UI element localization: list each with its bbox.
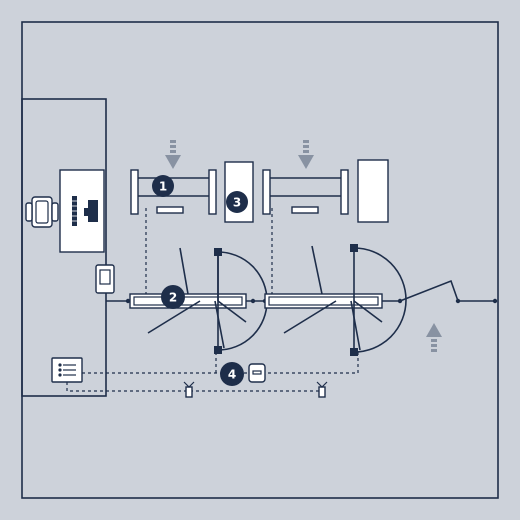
tripod-turnstile-right [262, 169, 349, 215]
tripod-turnstile-left [130, 169, 217, 215]
sensor-icon [183, 381, 195, 398]
security-office [21, 98, 107, 397]
direction-arrow-icon [298, 140, 314, 169]
svg-text:1: 1 [159, 180, 167, 194]
marker-2: 2 [161, 285, 185, 309]
computer-icon [84, 200, 98, 222]
control-panel-icon [51, 357, 83, 383]
direction-arrow-icon [165, 140, 181, 169]
svg-text:3: 3 [233, 196, 241, 210]
sensor-icon [316, 381, 328, 398]
cabinet-right [357, 159, 389, 223]
speed-gate-left [129, 247, 268, 354]
wiring-main [82, 352, 359, 374]
marker-3: 3 [226, 191, 248, 213]
direction-arrow-icon [426, 323, 442, 352]
reader-icon [95, 264, 115, 294]
card-reader-icon [248, 363, 266, 383]
marker-4: 4 [220, 362, 244, 386]
svg-text:2: 2 [169, 291, 177, 305]
speed-gate-right [264, 244, 407, 356]
room-outline [21, 21, 499, 499]
swing-gate [399, 279, 497, 302]
marker-1: 1 [152, 175, 174, 197]
keyboard-icon [72, 196, 77, 226]
svg-text:4: 4 [228, 368, 236, 382]
wiring-lower [66, 382, 322, 392]
chair-icon [25, 196, 59, 228]
